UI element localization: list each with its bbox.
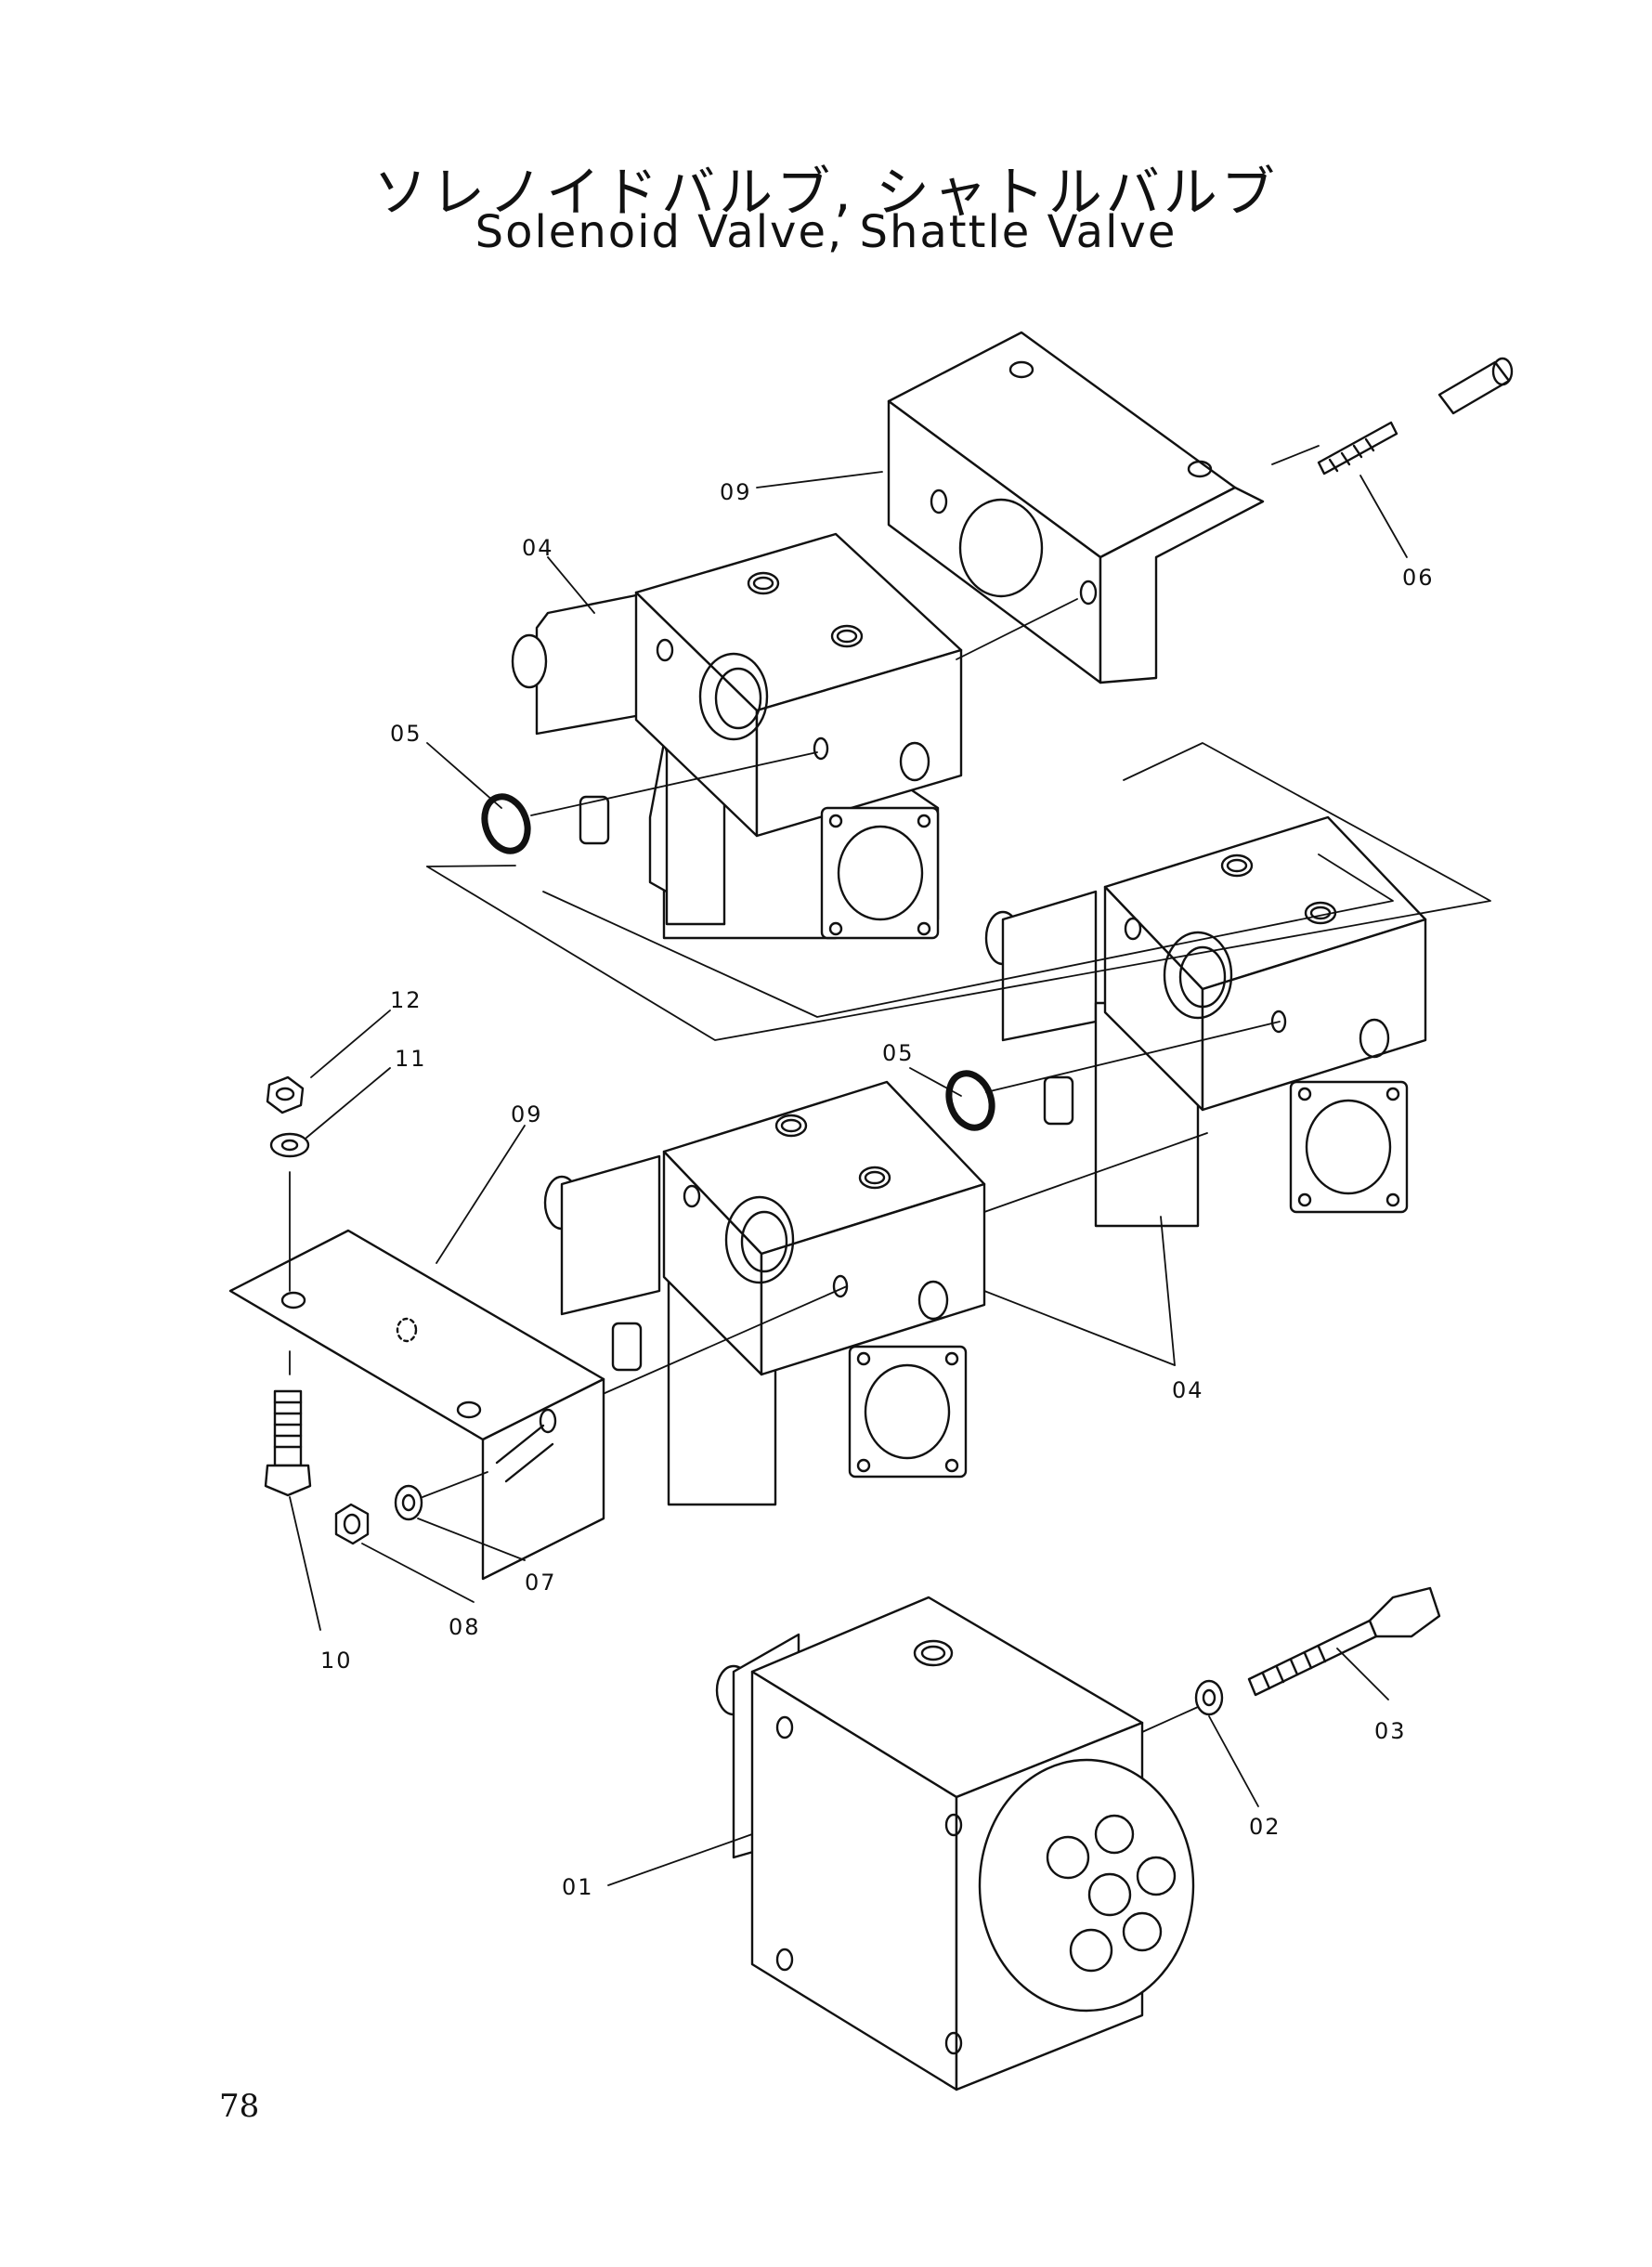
callout-02: 02 — [1249, 1814, 1281, 1840]
shuttle-valve — [715, 1596, 1195, 2091]
right-o-ring — [945, 1070, 995, 1131]
bolt-10 — [264, 1389, 312, 1497]
upper-o-ring — [481, 793, 531, 854]
callout-12: 12 — [390, 987, 423, 1013]
leader-lines — [289, 471, 1408, 1886]
nut-08 — [334, 1503, 370, 1545]
assembly-guide-lines — [426, 445, 1491, 1399]
washer-02 — [1194, 1679, 1224, 1716]
lower-bracket — [228, 1229, 605, 1581]
nut-12 — [266, 1075, 305, 1114]
title-english: Solenoid Valve, Shattle Valve — [475, 206, 1177, 258]
callout-09-lower: 09 — [511, 1101, 543, 1127]
bolt-03 — [1247, 1586, 1441, 1697]
callout-01: 01 — [562, 1874, 594, 1900]
bolt-06 — [1317, 357, 1514, 476]
callout-04-lower: 04 — [1172, 1377, 1204, 1403]
page-number: 78 — [219, 2088, 260, 2125]
upper-solenoid-valve — [511, 532, 963, 940]
callout-07: 07 — [525, 1570, 557, 1596]
callout-10: 10 — [320, 1648, 353, 1674]
callout-08: 08 — [449, 1614, 481, 1640]
lower-solenoid-valve — [543, 1080, 986, 1506]
title-japanese: ソレノイドバルブ, シャトルバルブ — [373, 161, 1279, 224]
upper-bracket — [887, 331, 1265, 684]
washer-11 — [269, 1132, 310, 1158]
right-solenoid-valve — [984, 815, 1427, 1228]
callout-05-left: 05 — [390, 721, 423, 747]
callout-11: 11 — [395, 1046, 427, 1072]
callout-06: 06 — [1402, 565, 1435, 591]
callout-09-upper: 09 — [720, 479, 752, 505]
callout-04-upper: 04 — [522, 535, 554, 561]
callout-03: 03 — [1374, 1718, 1407, 1744]
washer-07 — [394, 1484, 423, 1521]
callout-05-right: 05 — [882, 1040, 915, 1066]
